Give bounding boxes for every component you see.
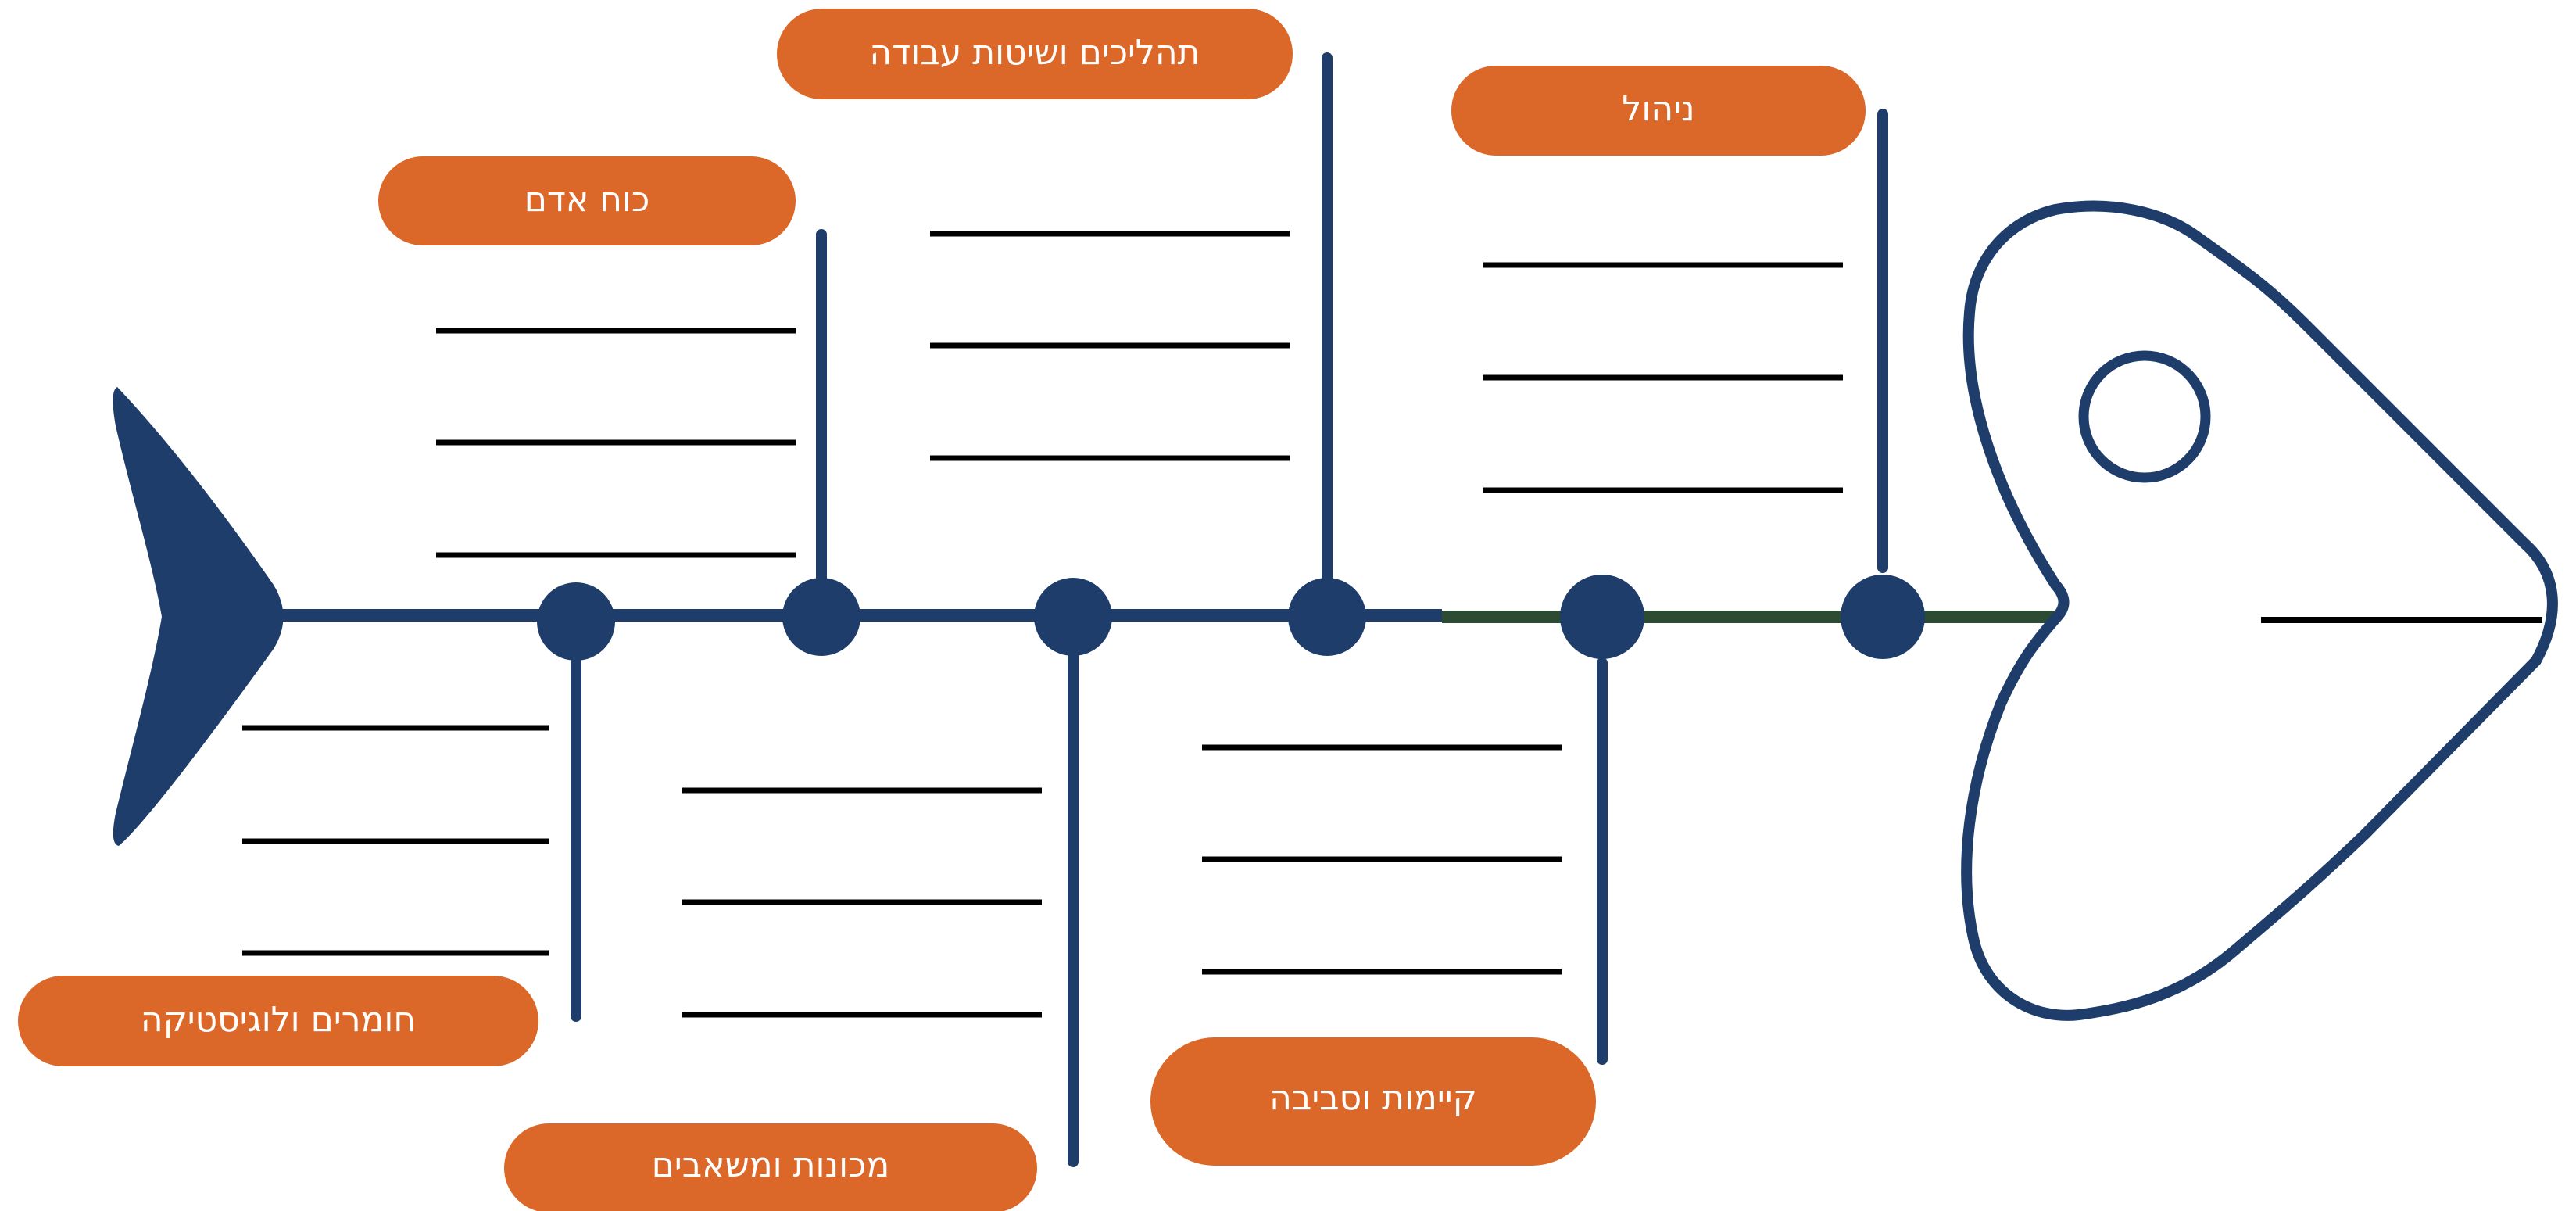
category-label-box (504, 1123, 1037, 1211)
category-label-box (378, 156, 796, 245)
branch-top-1: כוח אדם (378, 156, 860, 656)
fish-head (1961, 200, 2558, 1021)
branch-bottom-1: חומרים ולוגיסטיקה (18, 582, 615, 1066)
branch-joint (782, 578, 860, 656)
category-label: מכונות ומשאבים (652, 1145, 890, 1185)
fish-eye (2078, 350, 2211, 483)
category-label-box (18, 976, 538, 1066)
branch-bottom-3: קיימות וסביבה (1150, 575, 1644, 1166)
category-label: קיימות וסביבה (1269, 1078, 1477, 1118)
branch-bottom-2: מכונות ומשאבים (504, 578, 1112, 1211)
branch-joint (1841, 575, 1925, 659)
category-label-box (777, 9, 1293, 99)
branch-joint (537, 582, 615, 661)
branch-top-3: ניהול (1451, 66, 1925, 659)
fish-tail (113, 387, 284, 846)
category-label: תהליכים ושיטות עבודה (870, 33, 1200, 73)
branch-top-2: תהליכים ושיטות עבודה (777, 9, 1366, 656)
category-label-box (1451, 66, 1866, 156)
category-label: כוח אדם (524, 180, 650, 220)
branch-joint (1288, 578, 1366, 656)
branch-joint (1560, 575, 1644, 659)
category-label: ניהול (1622, 89, 1694, 129)
category-label-box (1150, 1037, 1596, 1166)
category-label: חומרים ולוגיסטיקה (141, 1000, 416, 1040)
branch-joint (1034, 578, 1112, 656)
